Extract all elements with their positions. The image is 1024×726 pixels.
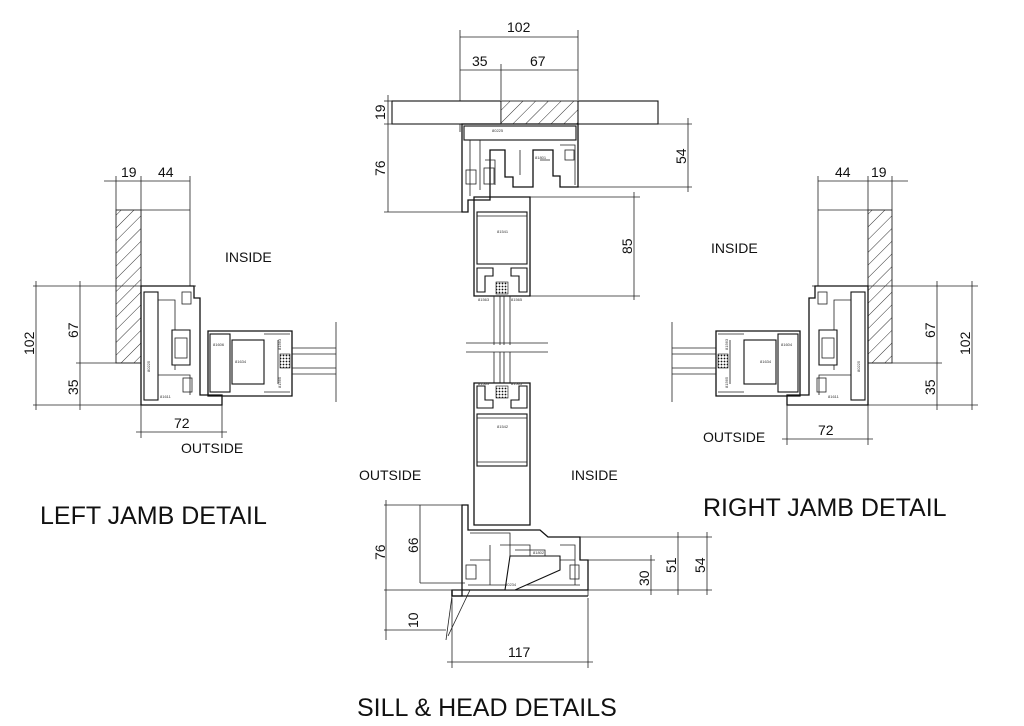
- right-dim-102: 102: [957, 331, 973, 355]
- head-dim-102: 102: [507, 19, 531, 35]
- sill-head-title: SILL & HEAD DETAILS: [357, 694, 617, 722]
- right-code-b: 81634: [760, 359, 772, 364]
- left-wall-hatch: [115, 209, 142, 364]
- left-jamb-detail: 19 44 102 67 35 80225 81611 81606: [21, 164, 337, 438]
- right-dim-67: 67: [922, 322, 938, 338]
- sill-detail: 81563 81565 81542 81802 80234 76 66 10 3…: [372, 381, 712, 668]
- head-lintel-hatch: [500, 100, 579, 125]
- left-jamb-title: LEFT JAMB DETAIL: [40, 502, 267, 530]
- right-code-frame: 80225: [856, 360, 861, 372]
- right-wall-hatch: [867, 209, 893, 364]
- head-code-bead-l: 81563: [478, 297, 490, 302]
- sill-dim-76: 76: [372, 544, 388, 560]
- head-code-top: 81801: [535, 155, 547, 160]
- left-dim-44: 44: [158, 164, 174, 180]
- glass-pane: [466, 296, 548, 383]
- left-outside-label: OUTSIDE: [181, 440, 243, 456]
- sill-dim-117: 117: [508, 644, 531, 660]
- sill-code-bead-l: 81563: [478, 381, 490, 386]
- right-outside-label: OUTSIDE: [703, 429, 765, 445]
- sill-inside-label: INSIDE: [571, 467, 618, 483]
- right-dim-72: 72: [818, 422, 834, 438]
- right-dim-19: 19: [871, 164, 887, 180]
- right-jamb-title: RIGHT JAMB DETAIL: [703, 494, 947, 522]
- left-code-b: 81634: [235, 359, 247, 364]
- sill-code-sash: 81542: [497, 424, 509, 429]
- sill-code-frame: 80234: [505, 582, 517, 587]
- head-dim-19: 19: [372, 104, 388, 120]
- right-jamb-detail: 44 19 67 102 35 80225 81611 81604: [671, 164, 978, 445]
- left-code-frame: 80225: [146, 360, 151, 372]
- sill-outside-label: OUTSIDE: [359, 467, 421, 483]
- right-dim-35: 35: [922, 379, 938, 395]
- left-code-c: 81563: [277, 338, 282, 350]
- left-dim-102: 102: [21, 331, 37, 355]
- head-code-frame: 80225: [492, 128, 504, 133]
- sill-dim-30: 30: [636, 570, 652, 586]
- sill-dim-51: 51: [663, 557, 679, 573]
- head-dim-35: 35: [472, 53, 488, 69]
- sill-dim-54: 54: [692, 557, 708, 573]
- right-code-d: 81565: [724, 376, 729, 388]
- left-code-a: 81606: [213, 342, 225, 347]
- head-code-sash: 81541: [497, 229, 509, 234]
- left-dim-19: 19: [121, 164, 137, 180]
- head-dim-76: 76: [372, 160, 388, 176]
- right-code-a: 81604: [781, 342, 793, 347]
- left-dim-67: 67: [65, 322, 81, 338]
- head-code-bead-r: 81565: [511, 297, 523, 302]
- head-dim-85: 85: [619, 238, 635, 254]
- right-code-c: 81563: [724, 338, 729, 350]
- sill-dim-66: 66: [405, 537, 421, 553]
- sill-code-bead-r: 81565: [511, 381, 523, 386]
- left-dim-72: 72: [174, 415, 190, 431]
- sill-dim-10: 10: [405, 612, 421, 628]
- right-code-e: 81611: [828, 394, 840, 399]
- head-dim-67: 67: [530, 53, 546, 69]
- sill-code-inner: 81802: [533, 550, 545, 555]
- right-dim-44: 44: [835, 164, 851, 180]
- left-code-d: 81565: [277, 376, 282, 388]
- head-detail: 102 35 67 19 76 54 80225 81801 85: [372, 19, 692, 302]
- head-dim-54: 54: [673, 148, 689, 164]
- left-dim-35: 35: [65, 379, 81, 395]
- left-inside-label: INSIDE: [225, 249, 272, 265]
- right-inside-label: INSIDE: [711, 240, 758, 256]
- left-code-e: 81611: [160, 394, 172, 399]
